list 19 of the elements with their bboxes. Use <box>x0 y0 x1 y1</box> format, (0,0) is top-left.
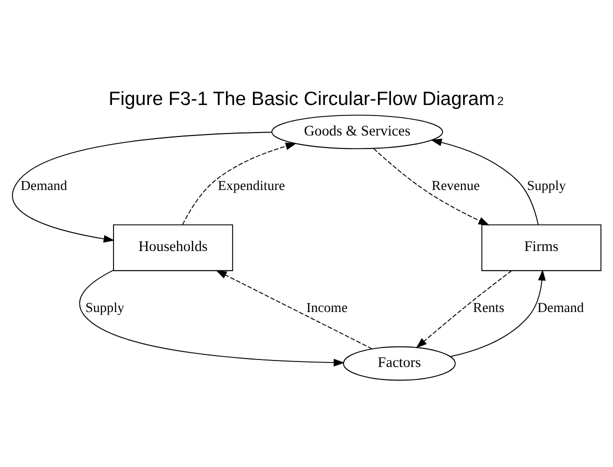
node-box: Households <box>113 224 234 272</box>
arrow <box>12 132 272 243</box>
edge-label: Revenue <box>432 178 480 193</box>
edge-label: Expenditure <box>218 178 285 193</box>
edge-label: Rents <box>473 300 504 315</box>
arrow <box>416 270 512 348</box>
edge-label: Demand <box>537 300 584 315</box>
edge-label: Supply <box>526 178 566 193</box>
node-ellipse: Factors <box>343 346 456 381</box>
arrow <box>182 142 297 226</box>
edge-label: Supply <box>85 300 124 315</box>
node-box: Firms <box>481 224 602 272</box>
arrow <box>216 270 372 350</box>
arrow <box>79 270 345 366</box>
arrow <box>430 138 539 226</box>
edge-label: Income <box>306 300 348 315</box>
edge-label: Demand <box>20 178 68 193</box>
arrow <box>450 269 546 358</box>
arrow <box>373 148 490 226</box>
